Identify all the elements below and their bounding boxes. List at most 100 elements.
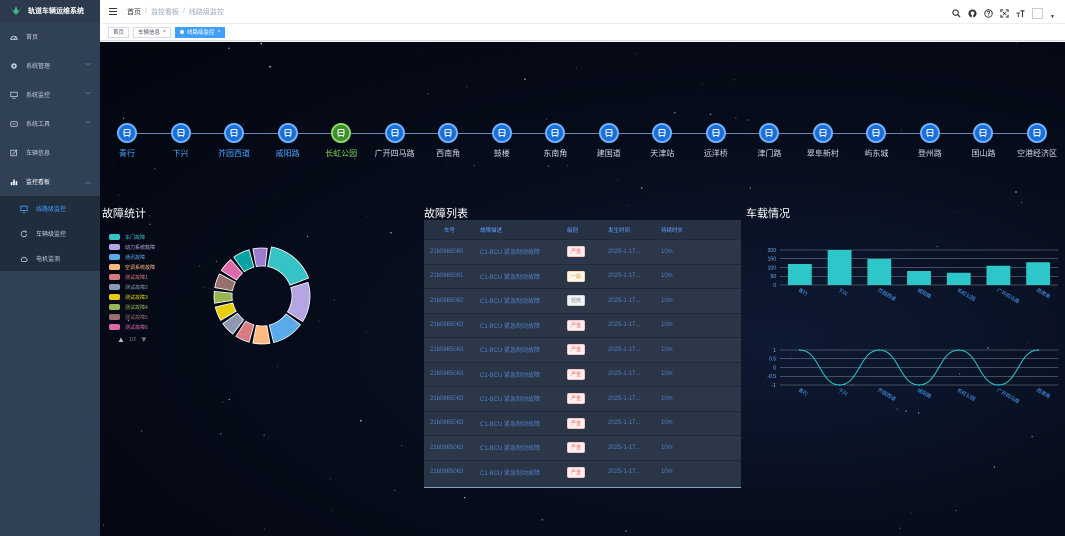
breadcrumb-home[interactable]: 首页 (127, 8, 141, 16)
sidebar-subitem[interactable]: 线路级监控 (0, 196, 100, 221)
tag-item[interactable]: 线路级监控× (174, 26, 226, 38)
station-item[interactable]: 下兴 (151, 123, 211, 159)
station-item[interactable]: 东南角 (525, 123, 585, 159)
legend-item[interactable]: 空调系统故障 (109, 262, 199, 272)
star (567, 165, 569, 167)
sidebar-item[interactable]: 系统工具﹀ (0, 109, 100, 138)
pie-slice[interactable] (287, 281, 311, 322)
pie-slice[interactable] (233, 249, 255, 273)
pie-slice[interactable] (252, 325, 271, 345)
bar[interactable] (827, 250, 852, 285)
bar[interactable] (1026, 262, 1051, 285)
station-item[interactable]: 国山路 (953, 123, 1013, 159)
question-icon[interactable] (984, 8, 993, 18)
pie-slice[interactable] (252, 247, 268, 267)
legend-item[interactable]: 测试故障4 (109, 302, 199, 312)
data-point[interactable] (798, 349, 801, 351)
pie-slice[interactable] (220, 259, 243, 281)
pie-slice[interactable] (214, 273, 236, 292)
arrow-up-icon[interactable]: ▲ (117, 335, 125, 344)
pie-slice[interactable] (268, 313, 301, 343)
github-icon[interactable] (968, 8, 977, 18)
avatar[interactable] (1032, 7, 1044, 19)
star (898, 527, 901, 530)
sidebar-item[interactable]: 系统管理﹀ (0, 51, 100, 80)
legend-page: 1/2 (128, 336, 136, 343)
legend-item[interactable]: 测试故障1 (109, 272, 199, 282)
star (791, 357, 793, 359)
sidebar-item[interactable]: 车辆信息 (0, 138, 100, 167)
data-point[interactable] (957, 349, 960, 351)
station-item[interactable]: 屿东城 (846, 123, 906, 159)
search-icon[interactable] (952, 8, 961, 18)
font-size-icon[interactable] (1016, 9, 1025, 18)
train-icon (705, 123, 726, 143)
station-item[interactable]: 西南角 (418, 123, 478, 159)
bar[interactable] (787, 264, 812, 285)
legend-item[interactable]: 车门故障 (109, 232, 199, 242)
pie-slice[interactable] (267, 246, 310, 286)
x-tick-label: 广开四马路 (995, 287, 1020, 306)
brand[interactable]: 轨道车辆运维系统 (0, 0, 100, 22)
legend-item[interactable]: 测试故障3 (109, 292, 199, 302)
star (896, 408, 898, 410)
station-item[interactable]: 建国道 (579, 123, 639, 159)
pie-slice[interactable] (235, 320, 255, 343)
station-item[interactable]: 芥园西道 (204, 123, 264, 159)
close-icon[interactable]: × (217, 29, 221, 35)
station-item[interactable]: 登州路 (900, 123, 960, 159)
legend-item[interactable]: 测试故障5 (109, 312, 199, 322)
station-item[interactable]: 鼓楼 (472, 123, 532, 159)
data-point[interactable] (838, 384, 841, 386)
data-point[interactable] (1037, 349, 1040, 351)
star (262, 60, 264, 61)
data-point[interactable] (997, 384, 1000, 386)
close-icon[interactable]: × (163, 29, 166, 35)
bar[interactable] (907, 271, 931, 285)
sidebar-item[interactable]: 系统监控﹀ (0, 80, 100, 109)
station-item[interactable]: 天津站 (632, 123, 692, 159)
bar[interactable] (946, 272, 971, 285)
data-point[interactable] (878, 349, 881, 351)
tag-item[interactable]: 车辆信息× (133, 26, 171, 38)
sidebar-subitem[interactable]: 车辆级监控 (0, 221, 100, 246)
navbar: 首页 / 监控看板 / 线路级监控 ▼ (100, 0, 1065, 24)
arrow-down-icon[interactable]: ▼ (139, 335, 148, 344)
pie-slice[interactable] (214, 302, 237, 321)
data-point[interactable] (918, 384, 920, 386)
pie-slice[interactable] (213, 290, 233, 304)
station-item[interactable]: 长虹公园 (311, 123, 371, 159)
station-item[interactable]: 津门路 (739, 123, 799, 159)
hamburger-icon[interactable] (109, 8, 117, 15)
sidebar-item[interactable]: 首页 (0, 22, 100, 51)
station-item[interactable]: 咸阳路 (258, 123, 318, 159)
station-item[interactable]: 远洋桥 (686, 123, 746, 159)
legend-item[interactable]: 通讯故障 (109, 252, 199, 262)
legend-item[interactable]: 动力系统故障 (109, 242, 199, 252)
legend-item[interactable]: 测试故障2 (109, 282, 199, 292)
sidebar-subitem[interactable]: 电机监测 (0, 246, 100, 271)
fullscreen-icon[interactable] (1000, 8, 1009, 18)
star (987, 347, 989, 349)
station-item[interactable]: 空港经济区 (1007, 123, 1065, 159)
sidebar-item[interactable]: 监控看板︿ (0, 167, 100, 196)
chevron-down-icon[interactable]: ▼ (1050, 14, 1055, 20)
bar[interactable] (986, 265, 1011, 285)
station-item[interactable]: 翠阜新村 (793, 123, 853, 159)
tag-item[interactable]: 首页 (108, 26, 130, 38)
bar[interactable] (867, 258, 892, 285)
station-item[interactable]: 广开四马路 (365, 123, 425, 159)
pie-slice[interactable] (222, 312, 245, 335)
station-item[interactable]: 青行 (100, 123, 157, 159)
legend-item[interactable]: 测试故障6 (109, 322, 199, 332)
